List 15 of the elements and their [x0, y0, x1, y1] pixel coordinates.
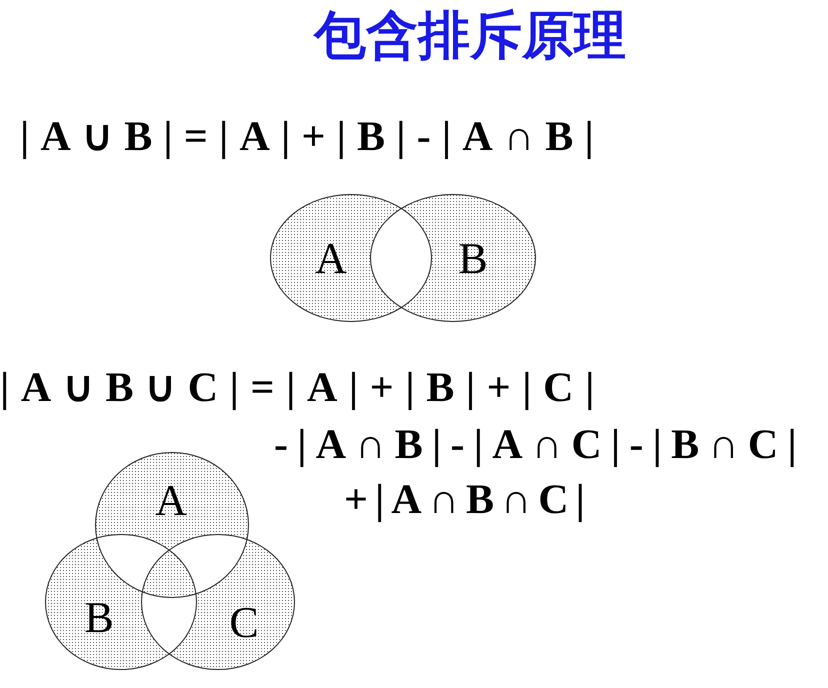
formula: |A∪B|=|A|+|B|-|A∩B| — [20, 116, 605, 158]
title: 包含排斥原理 — [314, 10, 626, 62]
set-circle — [370, 194, 536, 322]
set-circle — [141, 534, 295, 670]
formula: -|A∩B|-|A∩C|-|B∩C| — [274, 424, 806, 466]
set-circle — [270, 194, 432, 322]
formula: +|A∩B∩C| — [344, 479, 592, 521]
set-circle — [45, 534, 197, 670]
set-label: B — [84, 596, 114, 640]
set-label: C — [229, 601, 259, 645]
set-label: B — [458, 237, 488, 281]
set-label: A — [155, 479, 187, 523]
set-circle — [95, 452, 249, 598]
set-label: A — [315, 237, 347, 281]
formula: |A∪B∪C|=|A|+|B|+|C| — [0, 367, 606, 409]
